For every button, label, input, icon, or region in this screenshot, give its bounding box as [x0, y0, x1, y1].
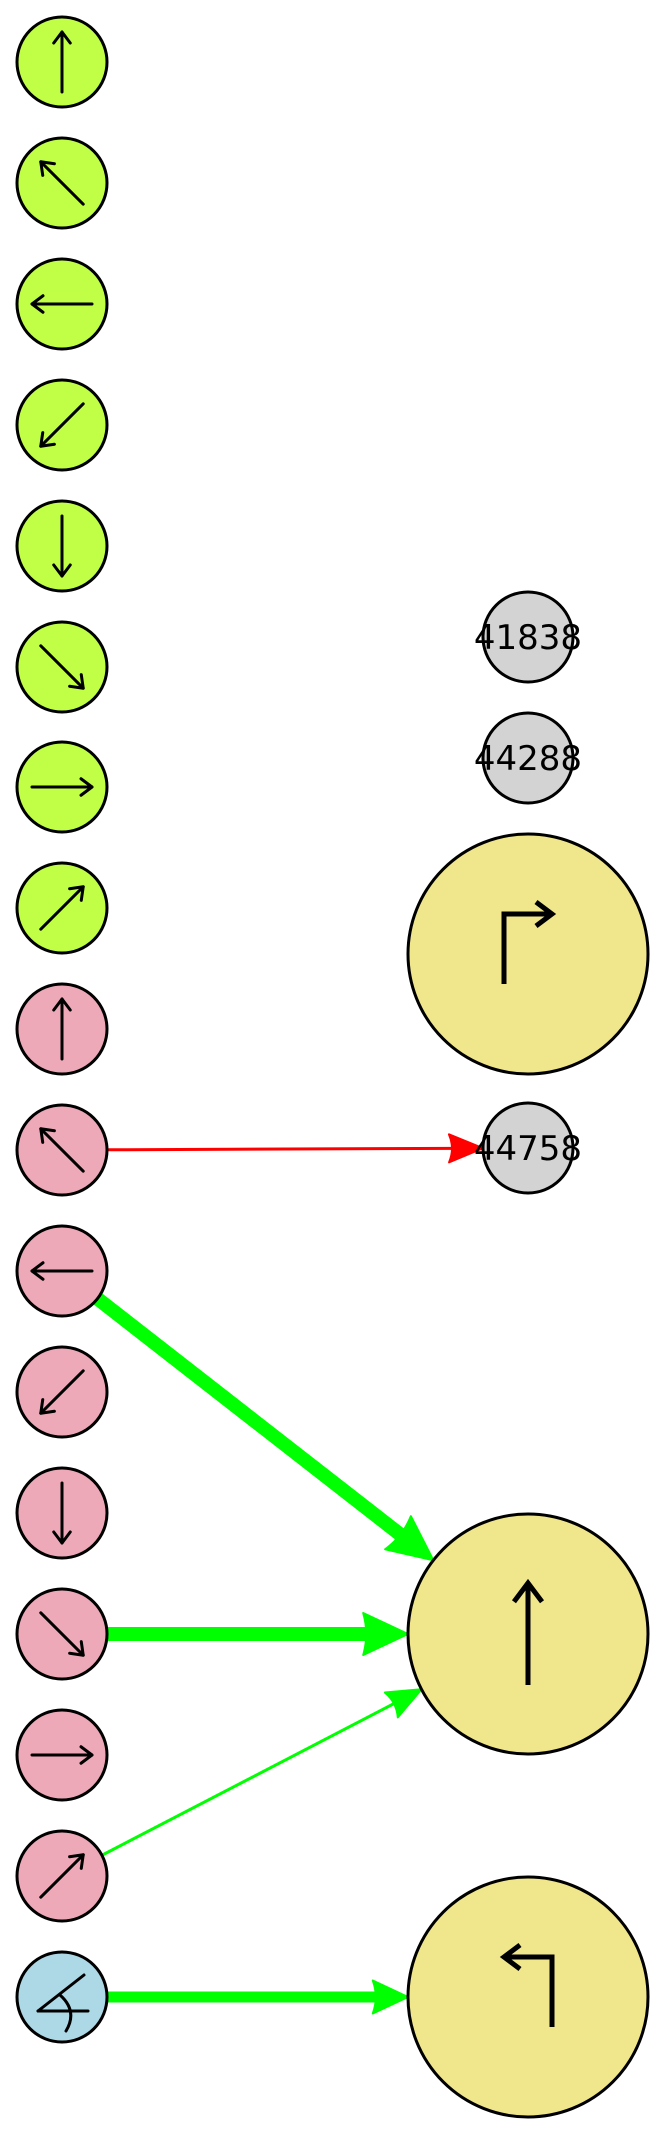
edge-p-upleft-to-n44758	[106, 1133, 484, 1164]
edge-arrowhead	[384, 1515, 435, 1562]
node-n44758: 44758	[474, 1101, 582, 1195]
nodes-layer: 41838 44288 44758	[15, 15, 650, 2119]
arrow-up-icon	[52, 997, 72, 1061]
node-p-upleft	[15, 1103, 109, 1197]
arrow-down-right-icon	[39, 1611, 85, 1657]
node-g-left	[15, 257, 109, 351]
node-circle	[481, 1101, 575, 1195]
node-y-up	[406, 1512, 650, 1756]
node-label: 44758	[474, 1129, 582, 1169]
edge-arrowhead	[447, 1133, 484, 1164]
edge-p-left-to-y-up	[93, 1293, 435, 1562]
node-p-downright	[15, 1587, 109, 1681]
node-p-left	[15, 1224, 109, 1318]
node-p-downleft	[15, 1345, 109, 1439]
node-circle	[481, 590, 575, 684]
arrow-left-icon	[30, 1261, 94, 1281]
node-g-upleft	[15, 136, 109, 230]
edge-p-upright-to-y-up	[101, 1688, 423, 1857]
edge-line	[101, 1701, 396, 1857]
edge-p-downright-to-y-up	[107, 1612, 409, 1656]
turn-left-icon	[499, 1943, 555, 2027]
node-p-right	[15, 1708, 109, 1802]
edge-arrowhead	[383, 1688, 423, 1719]
node-y-turnleft	[406, 1875, 650, 2119]
node-g-downleft	[15, 378, 109, 472]
node-g-down	[15, 499, 109, 593]
node-label: 41838	[474, 618, 582, 658]
node-g-right	[15, 740, 109, 834]
node-g-downright	[15, 620, 109, 714]
arrow-down-icon	[52, 1481, 72, 1545]
edge-b-angle-to-y-turnleft	[107, 1979, 409, 2015]
arrow-right-icon	[30, 777, 94, 797]
edge-line	[106, 1146, 454, 1152]
arrow-down-left-icon	[39, 1369, 85, 1415]
edge-line	[93, 1293, 406, 1541]
node-n44288: 44288	[474, 711, 582, 805]
node-p-down	[15, 1466, 109, 1560]
arrow-down-left-icon	[39, 402, 85, 448]
node-y-turnright	[406, 832, 650, 1076]
arrow-up-left-icon	[39, 160, 85, 206]
node-circle	[481, 711, 575, 805]
edges-layer	[93, 1133, 484, 2015]
node-g-upright	[15, 861, 109, 955]
angle-icon	[36, 1973, 90, 2033]
arrow-up-left-icon	[39, 1127, 85, 1173]
arrow-up-icon	[511, 1578, 545, 1685]
node-circle	[406, 1875, 650, 2119]
arrow-up-icon	[52, 30, 72, 94]
node-p-up	[15, 982, 109, 1076]
arrow-up-right-icon	[39, 885, 85, 931]
node-g-up	[15, 15, 109, 109]
arrow-down-right-icon	[39, 644, 85, 690]
edge-arrowhead	[371, 1979, 409, 2015]
node-b-angle	[15, 1950, 109, 2044]
node-label: 44288	[474, 739, 582, 779]
node-n41838: 41838	[474, 590, 582, 684]
arrow-up-right-icon	[39, 1853, 85, 1899]
node-p-upright	[15, 1829, 109, 1923]
node-circle	[406, 832, 650, 1076]
edge-arrowhead	[362, 1612, 409, 1656]
arrow-down-icon	[52, 514, 72, 578]
turn-right-icon	[501, 900, 557, 984]
arrow-left-icon	[30, 294, 94, 314]
arrow-right-icon	[30, 1745, 94, 1765]
